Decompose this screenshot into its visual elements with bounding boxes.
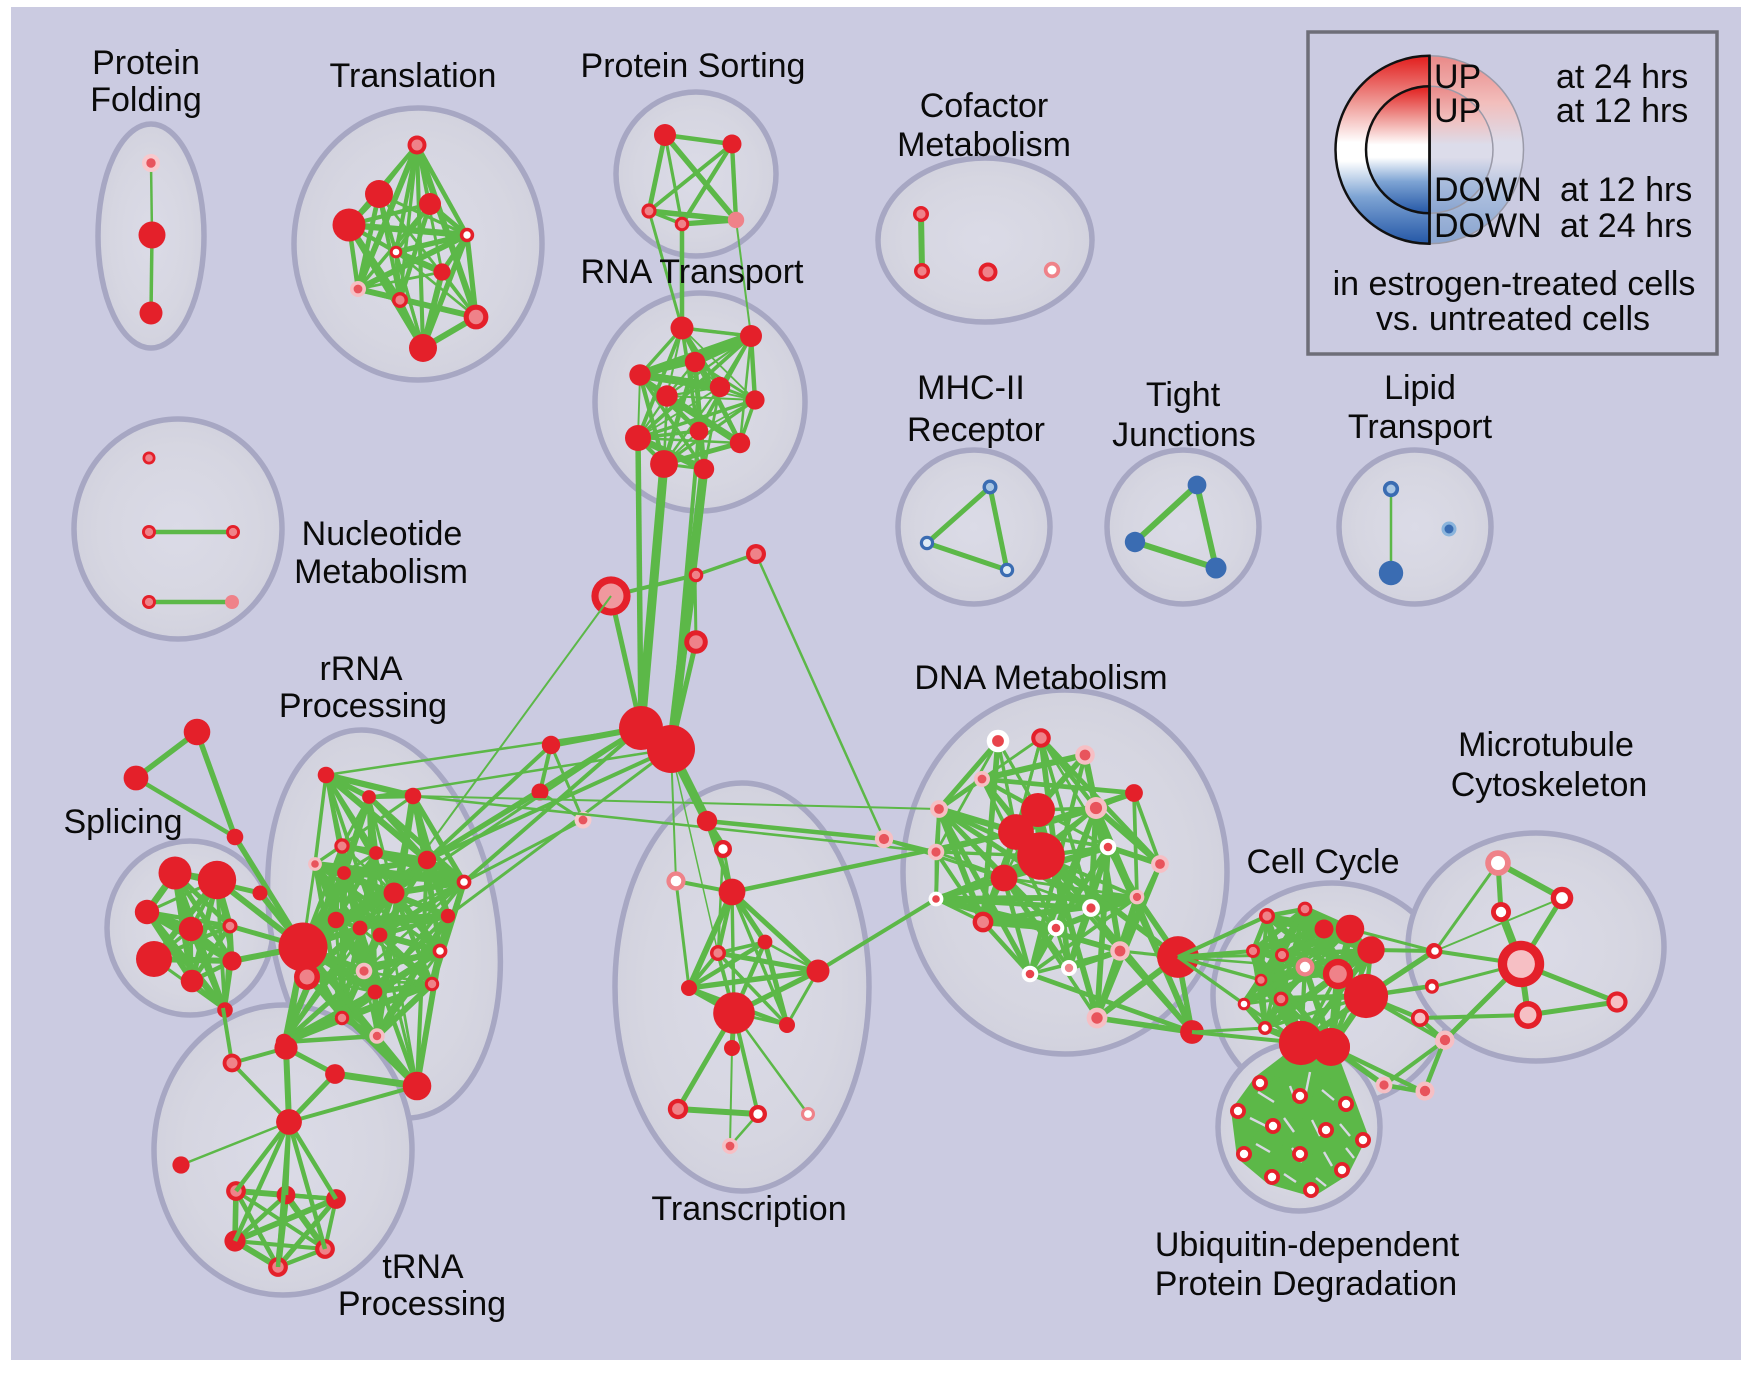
svg-text:at 24 hrs: at 24 hrs — [1560, 207, 1692, 245]
svg-text:Transcription: Transcription — [651, 1190, 846, 1228]
svg-text:Transport: Transport — [1348, 408, 1493, 446]
svg-text:at 24 hrs: at 24 hrs — [1556, 58, 1688, 96]
svg-text:Receptor: Receptor — [907, 411, 1045, 449]
svg-text:Nucleotide: Nucleotide — [302, 515, 463, 553]
svg-text:Metabolism: Metabolism — [294, 553, 468, 591]
svg-text:DNA Metabolism: DNA Metabolism — [914, 659, 1167, 697]
svg-text:in estrogen-treated cells: in estrogen-treated cells — [1333, 265, 1696, 303]
svg-text:Folding: Folding — [90, 81, 202, 119]
svg-text:UP: UP — [1434, 92, 1481, 130]
svg-text:rRNA: rRNA — [319, 650, 402, 688]
svg-text:vs. untreated cells: vs. untreated cells — [1376, 300, 1650, 338]
svg-text:DOWN: DOWN — [1434, 207, 1542, 245]
svg-text:Processing: Processing — [279, 687, 447, 725]
svg-text:Junctions: Junctions — [1112, 416, 1256, 454]
svg-text:DOWN: DOWN — [1434, 171, 1542, 209]
svg-text:Protein Degradation: Protein Degradation — [1155, 1265, 1457, 1303]
svg-text:tRNA: tRNA — [382, 1248, 464, 1286]
svg-text:Splicing: Splicing — [63, 803, 182, 841]
svg-text:Cytoskeleton: Cytoskeleton — [1451, 766, 1648, 804]
svg-text:Translation: Translation — [330, 57, 497, 95]
svg-text:at 12 hrs: at 12 hrs — [1556, 92, 1688, 130]
svg-text:Tight: Tight — [1146, 376, 1221, 414]
svg-text:Cell Cycle: Cell Cycle — [1246, 843, 1399, 881]
svg-text:Metabolism: Metabolism — [897, 126, 1071, 164]
svg-text:Ubiquitin-dependent: Ubiquitin-dependent — [1155, 1226, 1460, 1264]
svg-text:Microtubule: Microtubule — [1458, 726, 1634, 764]
svg-text:Protein Sorting: Protein Sorting — [581, 47, 806, 85]
svg-text:Processing: Processing — [338, 1285, 506, 1323]
svg-text:at 12 hrs: at 12 hrs — [1560, 171, 1692, 209]
svg-text:UP: UP — [1434, 58, 1481, 96]
svg-text:Protein: Protein — [92, 44, 200, 82]
svg-text:Lipid: Lipid — [1384, 369, 1456, 407]
svg-text:RNA Transport: RNA Transport — [581, 253, 805, 291]
svg-text:Cofactor: Cofactor — [920, 87, 1049, 125]
svg-text:MHC-II: MHC-II — [917, 369, 1025, 407]
